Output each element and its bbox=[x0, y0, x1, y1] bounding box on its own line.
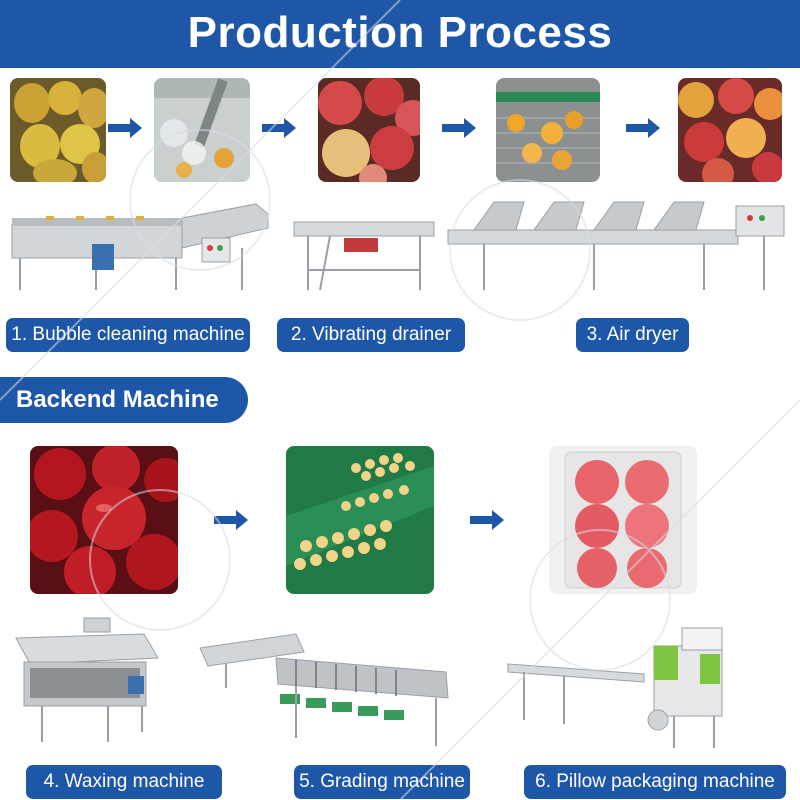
mixed-fruit-photo bbox=[678, 78, 782, 182]
pears-photo bbox=[10, 78, 106, 182]
air-dryer-image bbox=[447, 201, 785, 290]
vibrating-drainer-image bbox=[293, 221, 435, 291]
arrow-right-icon bbox=[262, 118, 296, 138]
page-title: Production Process bbox=[187, 8, 613, 57]
pillow-packaging-machine-image bbox=[507, 627, 723, 748]
arrow-right-icon bbox=[214, 510, 248, 530]
bubble-cleaning-machine-image bbox=[11, 203, 269, 290]
waxing-machine-image bbox=[15, 617, 159, 742]
arrow-right-icon bbox=[626, 118, 660, 138]
grading-machine-image bbox=[199, 633, 449, 746]
arrow-right-icon bbox=[470, 510, 504, 530]
label-grading-machine: 5. Grading machine bbox=[294, 765, 470, 799]
fruit-on-belt-photo bbox=[496, 78, 600, 182]
label-pillow-packaging-machine: 6. Pillow packaging machine bbox=[524, 765, 786, 799]
packaged-apples-photo bbox=[549, 446, 697, 594]
washing-water-photo bbox=[154, 78, 250, 182]
label-bubble-cleaning-machine: 1. Bubble cleaning machine bbox=[6, 318, 250, 352]
label-waxing-machine: 4. Waxing machine bbox=[26, 765, 222, 799]
apples-photo bbox=[318, 78, 420, 182]
label-vibrating-drainer: 2. Vibrating drainer bbox=[277, 318, 465, 352]
arrow-right-icon bbox=[108, 118, 142, 138]
red-apples-photo bbox=[30, 446, 178, 594]
graded-fruit-trays-photo bbox=[286, 446, 434, 594]
arrow-right-icon bbox=[442, 118, 476, 138]
section-title: Backend Machine bbox=[16, 386, 219, 413]
label-air-dryer: 3. Air dryer bbox=[576, 318, 689, 352]
